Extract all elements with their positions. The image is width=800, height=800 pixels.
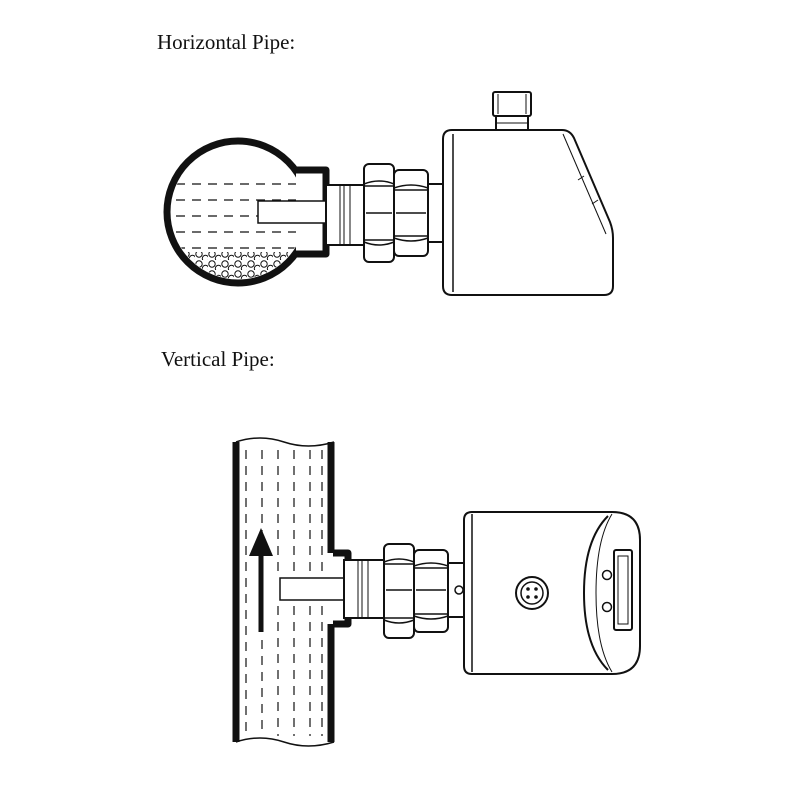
vertical-sensor-probe bbox=[279, 577, 351, 601]
hex-nut-1 bbox=[363, 163, 395, 263]
threaded-adapter bbox=[325, 184, 365, 246]
hex-nut-2 bbox=[393, 169, 429, 257]
sensor-probe bbox=[257, 200, 331, 224]
up-arrow-icon bbox=[249, 528, 273, 632]
housing-button-top bbox=[601, 569, 613, 581]
vertical-liquid-lines bbox=[245, 450, 323, 736]
housing-button-bottom bbox=[601, 601, 613, 613]
horizontal-installation bbox=[163, 91, 614, 296]
horizontal-pipe-heading: Horizontal Pipe: bbox=[157, 30, 296, 54]
vertical-pipe-heading: Vertical Pipe: bbox=[161, 347, 275, 371]
pipe-break-bottom bbox=[235, 737, 335, 747]
vertical-installation bbox=[232, 437, 641, 747]
m12-connector-face-icon bbox=[515, 576, 549, 610]
m12-connector-icon bbox=[492, 91, 532, 131]
display-window bbox=[613, 549, 633, 631]
vertical-hex-nut-2 bbox=[413, 549, 449, 633]
housing-collar bbox=[427, 183, 445, 243]
pipe-break-top bbox=[235, 437, 335, 447]
vertical-threaded-adapter bbox=[343, 559, 385, 619]
vertical-hex-nut-1 bbox=[383, 543, 415, 639]
housing-front-cap bbox=[582, 515, 609, 671]
sensor-housing bbox=[442, 129, 614, 296]
vertical-sensor-housing bbox=[463, 511, 641, 675]
